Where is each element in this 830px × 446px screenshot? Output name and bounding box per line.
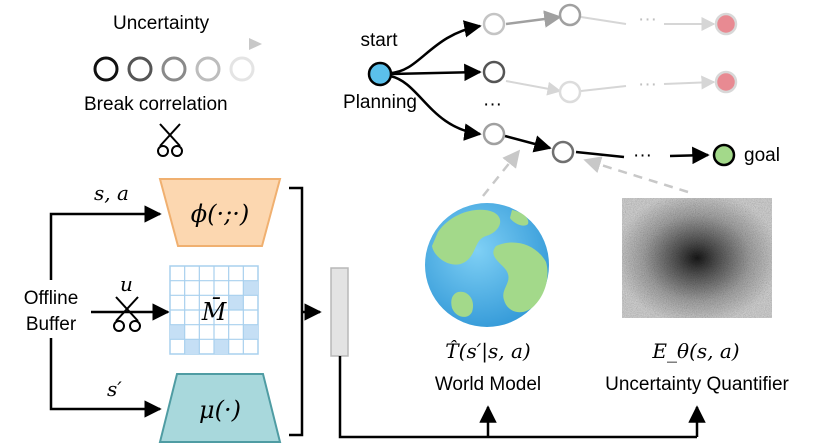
edge-mid-1	[505, 80, 562, 96]
edge-lower-1	[504, 134, 552, 153]
mu-trapezoid	[158, 373, 282, 443]
break-correlation-label: Break correlation	[84, 94, 228, 115]
mask-grid	[170, 266, 258, 354]
uncertainty-level-1	[93, 56, 119, 82]
sa-label: s, a	[94, 181, 129, 205]
mask-cell-shaded	[170, 324, 185, 340]
mask-matrix: M̄	[169, 265, 259, 355]
sprime-label: s′	[107, 377, 122, 401]
uq-label: Uncertainty Quantifier	[605, 374, 789, 395]
uncertainty-level-5	[229, 56, 255, 82]
mask-cell-shaded	[243, 280, 258, 296]
edge-start-mid	[390, 63, 482, 82]
world-model-label: World Model	[435, 374, 541, 395]
start-label: start	[361, 30, 399, 51]
edge-upper-2	[580, 16, 627, 25]
mu-encoder: μ(·)	[158, 373, 282, 443]
planning-label: Planning	[343, 92, 417, 113]
scissors-icon	[157, 123, 183, 157]
mask-cell-shaded	[228, 295, 244, 310]
phi-trapezoid	[158, 178, 282, 247]
concat-feature-bar	[330, 267, 349, 357]
uncertainty-label: Uncertainty	[113, 13, 210, 34]
earth-icon	[425, 203, 549, 327]
mask-label: M̄	[201, 298, 228, 326]
node-upper-2	[558, 3, 582, 27]
world-model-query-arrow	[482, 149, 521, 197]
planning-tree: start Planning goal ··· ··· ··· ···	[343, 3, 780, 197]
branch-vertical-dots: ···	[483, 94, 502, 115]
edge-start-lower	[389, 74, 482, 141]
mid-ellipsis: ···	[638, 74, 657, 95]
mask-cells	[170, 280, 258, 354]
uncertainty-arrowhead	[249, 38, 262, 50]
u-label: u	[120, 272, 133, 296]
edge-to-goal	[669, 146, 710, 165]
phi-label: ϕ(·;·)	[191, 200, 249, 228]
world-model-formula: T̂(s′|s, a)	[445, 339, 530, 364]
earth-land-4	[510, 210, 529, 226]
concat-bracket	[289, 186, 304, 437]
phi-encoder: ϕ(·;·)	[158, 178, 282, 247]
goal-node	[712, 143, 736, 167]
edge-lower-2	[575, 150, 625, 159]
uq-formula: E_θ(s, a)	[651, 339, 739, 363]
uncertainty-noise-image	[622, 198, 772, 318]
offline-buffer: Offline Buffer	[24, 288, 79, 335]
mu-label: μ(·)	[199, 396, 241, 424]
upper-ellipsis: ···	[638, 9, 657, 30]
uncertainty-legend: Uncertainty Break correlation	[84, 13, 262, 115]
path-ellipsis: ···	[633, 145, 652, 166]
scissors-cut-icon	[113, 296, 141, 332]
node-lower-2	[551, 140, 575, 164]
buffer-to-mu-arrow	[49, 338, 162, 418]
node-upper-1	[482, 12, 506, 36]
earth-land-2	[493, 242, 548, 313]
start-node	[367, 61, 393, 87]
edge-upper-1	[505, 10, 562, 28]
mask-cell-shaded	[243, 324, 258, 340]
uncertainty-level-2	[127, 56, 153, 82]
mask-cell-shaded	[214, 339, 229, 354]
node-lower-1	[482, 122, 506, 146]
edge-mid-2	[580, 85, 627, 92]
edge-start-upper	[389, 20, 482, 75]
noise-field	[622, 198, 772, 318]
uncertainty-query-arrow	[583, 156, 689, 194]
buffer-label-line1: Offline	[24, 288, 79, 309]
node-upper-end	[714, 12, 738, 36]
mask-cell-shaded	[184, 339, 200, 354]
node-mid-2	[558, 80, 582, 104]
feature-bus-line	[338, 356, 697, 439]
buffer-to-phi-arrow	[49, 205, 162, 280]
edge-mid-3	[663, 75, 716, 90]
uncertainty-level-4	[195, 56, 221, 82]
buffer-label-line2: Buffer	[26, 314, 77, 335]
uncertainty-level-3	[161, 56, 187, 82]
earth-land-3	[451, 291, 474, 317]
node-mid-end	[714, 70, 738, 94]
node-mid-1	[482, 60, 506, 84]
goal-label: goal	[744, 145, 780, 166]
earth-land-1	[432, 209, 501, 265]
